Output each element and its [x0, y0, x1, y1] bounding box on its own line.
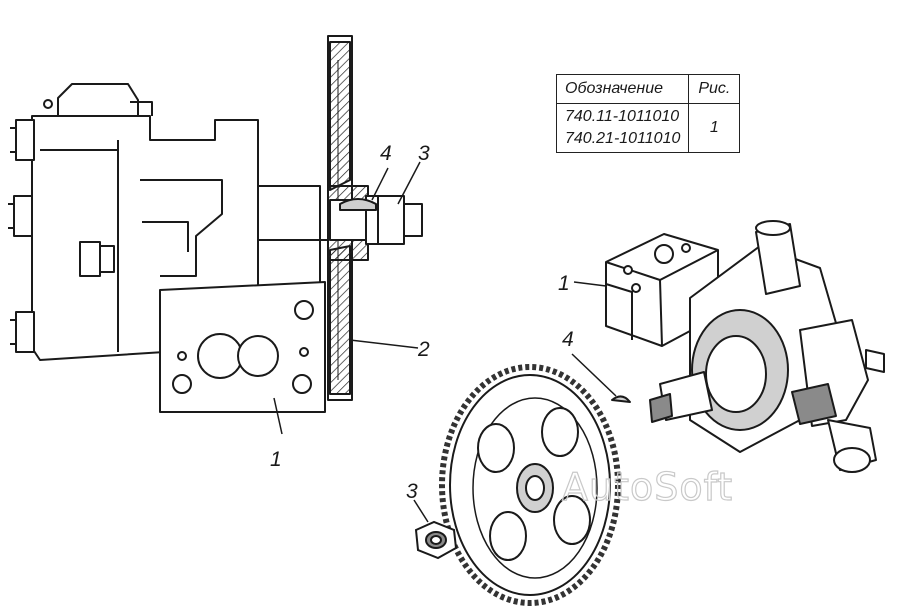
- header-figure: Рис.: [688, 74, 741, 104]
- assembled-pump-drawing: [8, 35, 423, 413]
- figure-number: 1: [688, 103, 741, 153]
- leader-lines: [273, 161, 617, 523]
- callout-left-key: 4: [380, 142, 392, 165]
- watermark: AutoSoft: [562, 465, 733, 509]
- header-designation: Обозначение: [555, 74, 690, 104]
- designation-code: 740.21-1011010: [565, 130, 681, 147]
- callout-right-pump: 1: [558, 272, 570, 295]
- designation-table: Обозначение Рис. 740.11-1011010 740.21-1…: [555, 74, 741, 153]
- callout-nut: 3: [406, 480, 418, 503]
- callout-left-gear: 2: [417, 338, 430, 361]
- drive-gear-drawing: [439, 364, 621, 606]
- callout-right-key: 4: [562, 328, 574, 351]
- table-header-row: Обозначение Рис.: [555, 74, 741, 104]
- designation-codes: 740.11-1011010 740.21-1011010: [555, 103, 690, 153]
- nut-drawing: [414, 520, 458, 560]
- callout-left-housing: 1: [270, 448, 282, 471]
- table-row: 740.11-1011010 740.21-1011010 1: [555, 103, 741, 153]
- callout-left-nut: 3: [418, 142, 430, 165]
- designation-code: 740.11-1011010: [565, 108, 680, 125]
- pump-perspective-drawing: [605, 220, 885, 473]
